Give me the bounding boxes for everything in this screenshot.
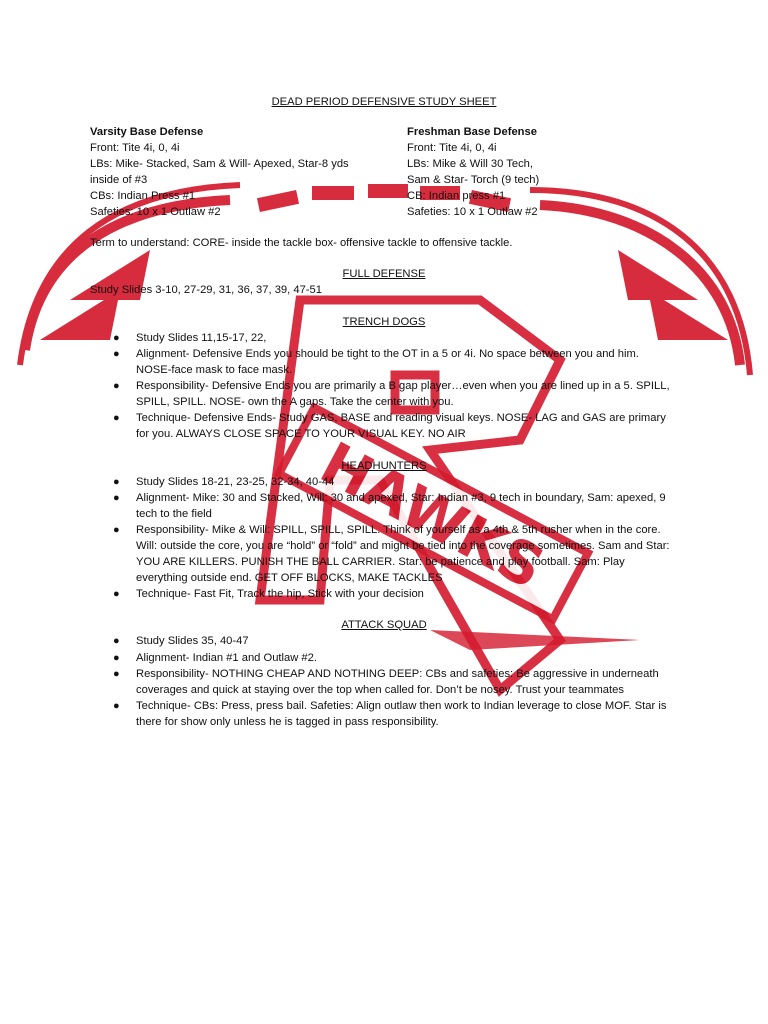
list-item: Technique- Fast Fit, Track the hip, Stic… <box>136 588 424 600</box>
bullet-icon: ● <box>113 588 120 600</box>
attack-squad-heading: ATTACK SQUAD <box>341 619 427 631</box>
varsity-line: Front: Tite 4i, 0, 4i <box>90 142 180 154</box>
freshman-line: LBs: Mike & Will 30 Tech, <box>407 158 534 170</box>
list-item: Technique- CBs: Press, press bail. Safet… <box>136 700 667 728</box>
bullet-icon: ● <box>113 492 120 504</box>
list-item: Study Slides 18-21, 23-25, 32-34, 40-44 <box>136 476 335 488</box>
varsity-line: inside of #3 <box>90 174 148 186</box>
bullet-icon: ● <box>113 652 120 664</box>
freshman-line: Front: Tite 4i, 0, 4i <box>407 142 497 154</box>
bullet-icon: ● <box>113 635 120 647</box>
bullet-icon: ● <box>113 476 120 488</box>
list-item: Technique- Defensive Ends- Study GAS, BA… <box>136 412 666 440</box>
bullet-icon: ● <box>113 524 120 536</box>
list-item: Alignment- Mike: 30 and Stacked, Will: 3… <box>136 492 666 520</box>
list-item: Responsibility- NOTHING CHEAP AND NOTHIN… <box>136 668 659 696</box>
varsity-line: CBs: Indian Press #1 <box>90 190 196 202</box>
freshman-heading: Freshman Base Defense <box>407 126 537 138</box>
list-item: Alignment- Defensive Ends you should be … <box>136 348 639 376</box>
varsity-line: Safeties: 10 x 1 Outlaw #2 <box>90 206 221 218</box>
freshman-line: CB: Indian press #1 <box>407 190 506 202</box>
bullet-icon: ● <box>113 332 120 344</box>
trench-dogs-heading: TRENCH DOGS <box>342 316 426 328</box>
full-defense-slides: Study Slides 3-10, 27-29, 31, 36, 37, 39… <box>90 284 322 296</box>
bullet-icon: ● <box>113 412 120 424</box>
varsity-line: LBs: Mike- Stacked, Sam & Will- Apexed, … <box>90 158 349 170</box>
freshman-line: Safeties: 10 x 1 Outlaw #2 <box>407 206 538 218</box>
bullet-icon: ● <box>113 380 120 392</box>
freshman-line: Sam & Star- Torch (9 tech) <box>407 174 540 186</box>
page-title: DEAD PERIOD DEFENSIVE STUDY SHEET <box>271 96 497 108</box>
headhunters-heading: HEADHUNTERS <box>341 460 427 472</box>
bullet-icon: ● <box>113 668 120 680</box>
list-item: Responsibility- Defensive Ends you are p… <box>136 380 670 408</box>
list-item: Study Slides 35, 40-47 <box>136 635 249 647</box>
bullet-icon: ● <box>113 700 120 712</box>
list-item: Responsibility- Mike & Will: SPILL, SPIL… <box>136 524 670 584</box>
term-definition: Term to understand: CORE- inside the tac… <box>90 237 513 249</box>
full-defense-heading: FULL DEFENSE <box>342 268 426 280</box>
list-item: Alignment- Indian #1 and Outlaw #2. <box>136 652 317 664</box>
bullet-icon: ● <box>113 348 120 360</box>
list-item: Study Slides 11,15-17, 22, <box>136 332 267 344</box>
varsity-heading: Varsity Base Defense <box>90 126 204 138</box>
